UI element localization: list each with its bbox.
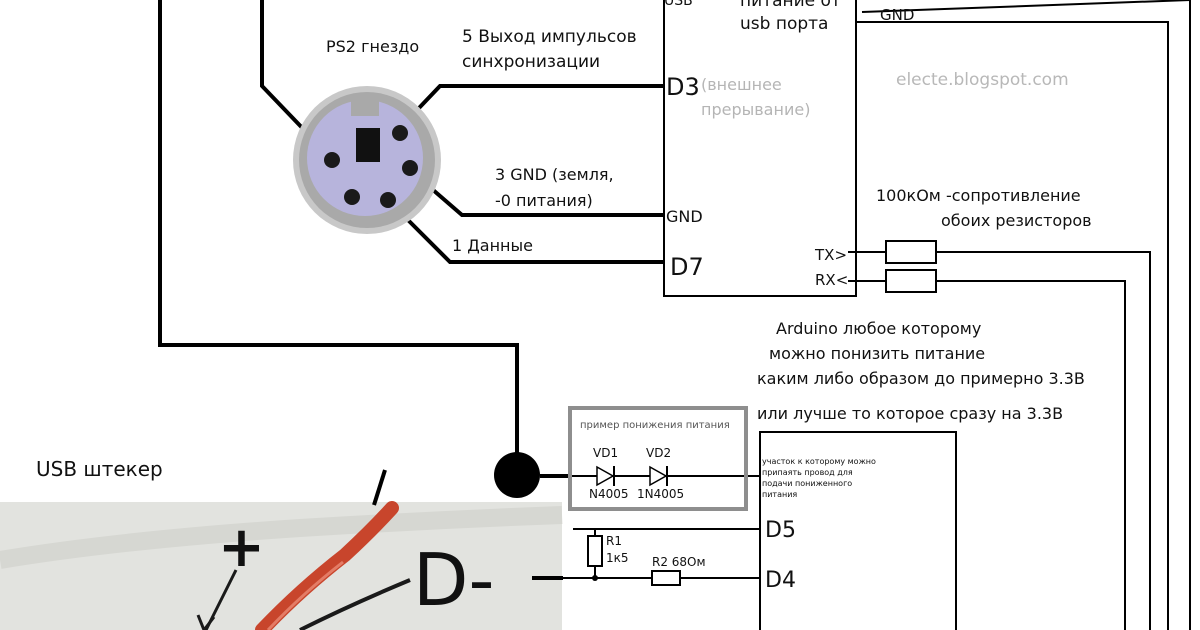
- wire-left-loop: [158, 0, 519, 472]
- dminus-pointer-line: [299, 578, 411, 630]
- pin3-label-line1: 3 GND (земля,: [495, 165, 614, 184]
- diode-vd2: [649, 465, 668, 487]
- gnd-top-label: GND: [880, 6, 914, 24]
- r1-junction: [592, 575, 598, 581]
- ps2-key-notch: [351, 100, 379, 116]
- resistor-r1: [587, 535, 603, 567]
- wire-rx-right: [936, 280, 1126, 630]
- diode-vd1-triangle: [596, 465, 615, 487]
- arduino-top-box: [663, 0, 857, 297]
- d4-label: D4: [765, 568, 796, 593]
- interrupt-label-line1: (внешнее: [701, 75, 782, 94]
- diode1-part-label: N4005: [589, 487, 629, 501]
- ps2-socket-label: PS2 гнездо: [326, 37, 419, 56]
- power-example-box: [568, 406, 748, 511]
- pin5-label-line2: синхронизации: [462, 52, 600, 72]
- ps2-pin-2: [344, 189, 360, 205]
- wire-pin5-d3: [396, 84, 664, 132]
- ps2-socket: [293, 86, 441, 234]
- photo-shadow: [0, 506, 563, 569]
- wire-tx-right: [936, 251, 1151, 630]
- pin5-label-line1: 5 Выход импульсов: [462, 27, 637, 47]
- ps2-pin-5: [392, 125, 408, 141]
- rx-label: RX<: [815, 271, 848, 289]
- red-wire: [255, 501, 399, 630]
- resistor-tx: [885, 240, 937, 264]
- usb-plug-label: USB штекер: [36, 457, 163, 481]
- arduino-note-line3: каким либо образом до примерно 3.3В: [757, 369, 1085, 388]
- area-note-line3: подачи пониженного: [762, 479, 852, 488]
- red-wire-highlight: [266, 560, 344, 630]
- pin3-label-line2: -0 питания): [495, 191, 593, 210]
- r1-value-label: 1к5: [606, 551, 629, 565]
- resistor-note-line2: обоих резисторов: [941, 211, 1092, 230]
- thin-wires: [563, 0, 1191, 630]
- arduino-note-line2: можно понизить питание: [769, 344, 985, 363]
- ps2-center-key: [356, 128, 380, 162]
- d5-label: D5: [765, 518, 796, 543]
- usb-plug-photo: + D-: [0, 501, 563, 630]
- ps2-pin-clock: [324, 152, 340, 168]
- ps2-pin-1: [380, 192, 396, 208]
- ps2-pin-3: [402, 160, 418, 176]
- junction-node: [494, 452, 540, 498]
- interrupt-label-line2: прерывание): [701, 100, 810, 119]
- arduino-d7-label: D7: [670, 253, 704, 281]
- power-example-title: пример понижения питания: [580, 420, 730, 431]
- r2-label: R2 68Ом: [652, 555, 706, 569]
- usb-power-label-line2: usb порта: [740, 14, 828, 34]
- blog-watermark: electe.blogspot.com: [896, 70, 1069, 90]
- arduino-note-line4: или лучше то которое сразу на 3.3В: [757, 404, 1063, 423]
- area-note-line1: участок к которому можно: [762, 457, 876, 466]
- resistor-rx: [885, 269, 937, 293]
- pin1-label: 1 Данные: [452, 236, 533, 255]
- wire-to-plug: [372, 469, 387, 506]
- area-note-line2: припаять провод для: [762, 468, 853, 477]
- tx-label: TX>: [814, 246, 847, 264]
- photo-dminus-label: D-: [413, 538, 494, 622]
- resistor-note-line1: 100кОм -сопротивление: [876, 186, 1081, 205]
- photo-plus-label: +: [218, 515, 265, 580]
- plus-arrow-head: [196, 614, 216, 630]
- vd2-label: VD2: [646, 446, 671, 460]
- arduino-d3-label: D3: [666, 73, 700, 101]
- wire-usb-top: [861, 0, 1191, 13]
- arduino-note-line1: Arduino любое которому: [776, 319, 981, 338]
- resistor-r2: [651, 570, 681, 586]
- usb-power-label-line1: питание от: [740, 0, 841, 11]
- diode-vd2-triangle: [649, 465, 668, 487]
- arduino-gnd-label: GND: [666, 207, 703, 226]
- wire-gnd-right: [856, 21, 1169, 630]
- vd1-label: VD1: [593, 446, 618, 460]
- usb-partial-label: USB: [664, 0, 693, 9]
- diode2-part-label: 1N4005: [637, 487, 684, 501]
- diode-vd1: [596, 465, 615, 487]
- area-note-line4: питания: [762, 490, 797, 499]
- r1-label: R1: [606, 534, 622, 548]
- arduino-bottom-box: [759, 431, 957, 630]
